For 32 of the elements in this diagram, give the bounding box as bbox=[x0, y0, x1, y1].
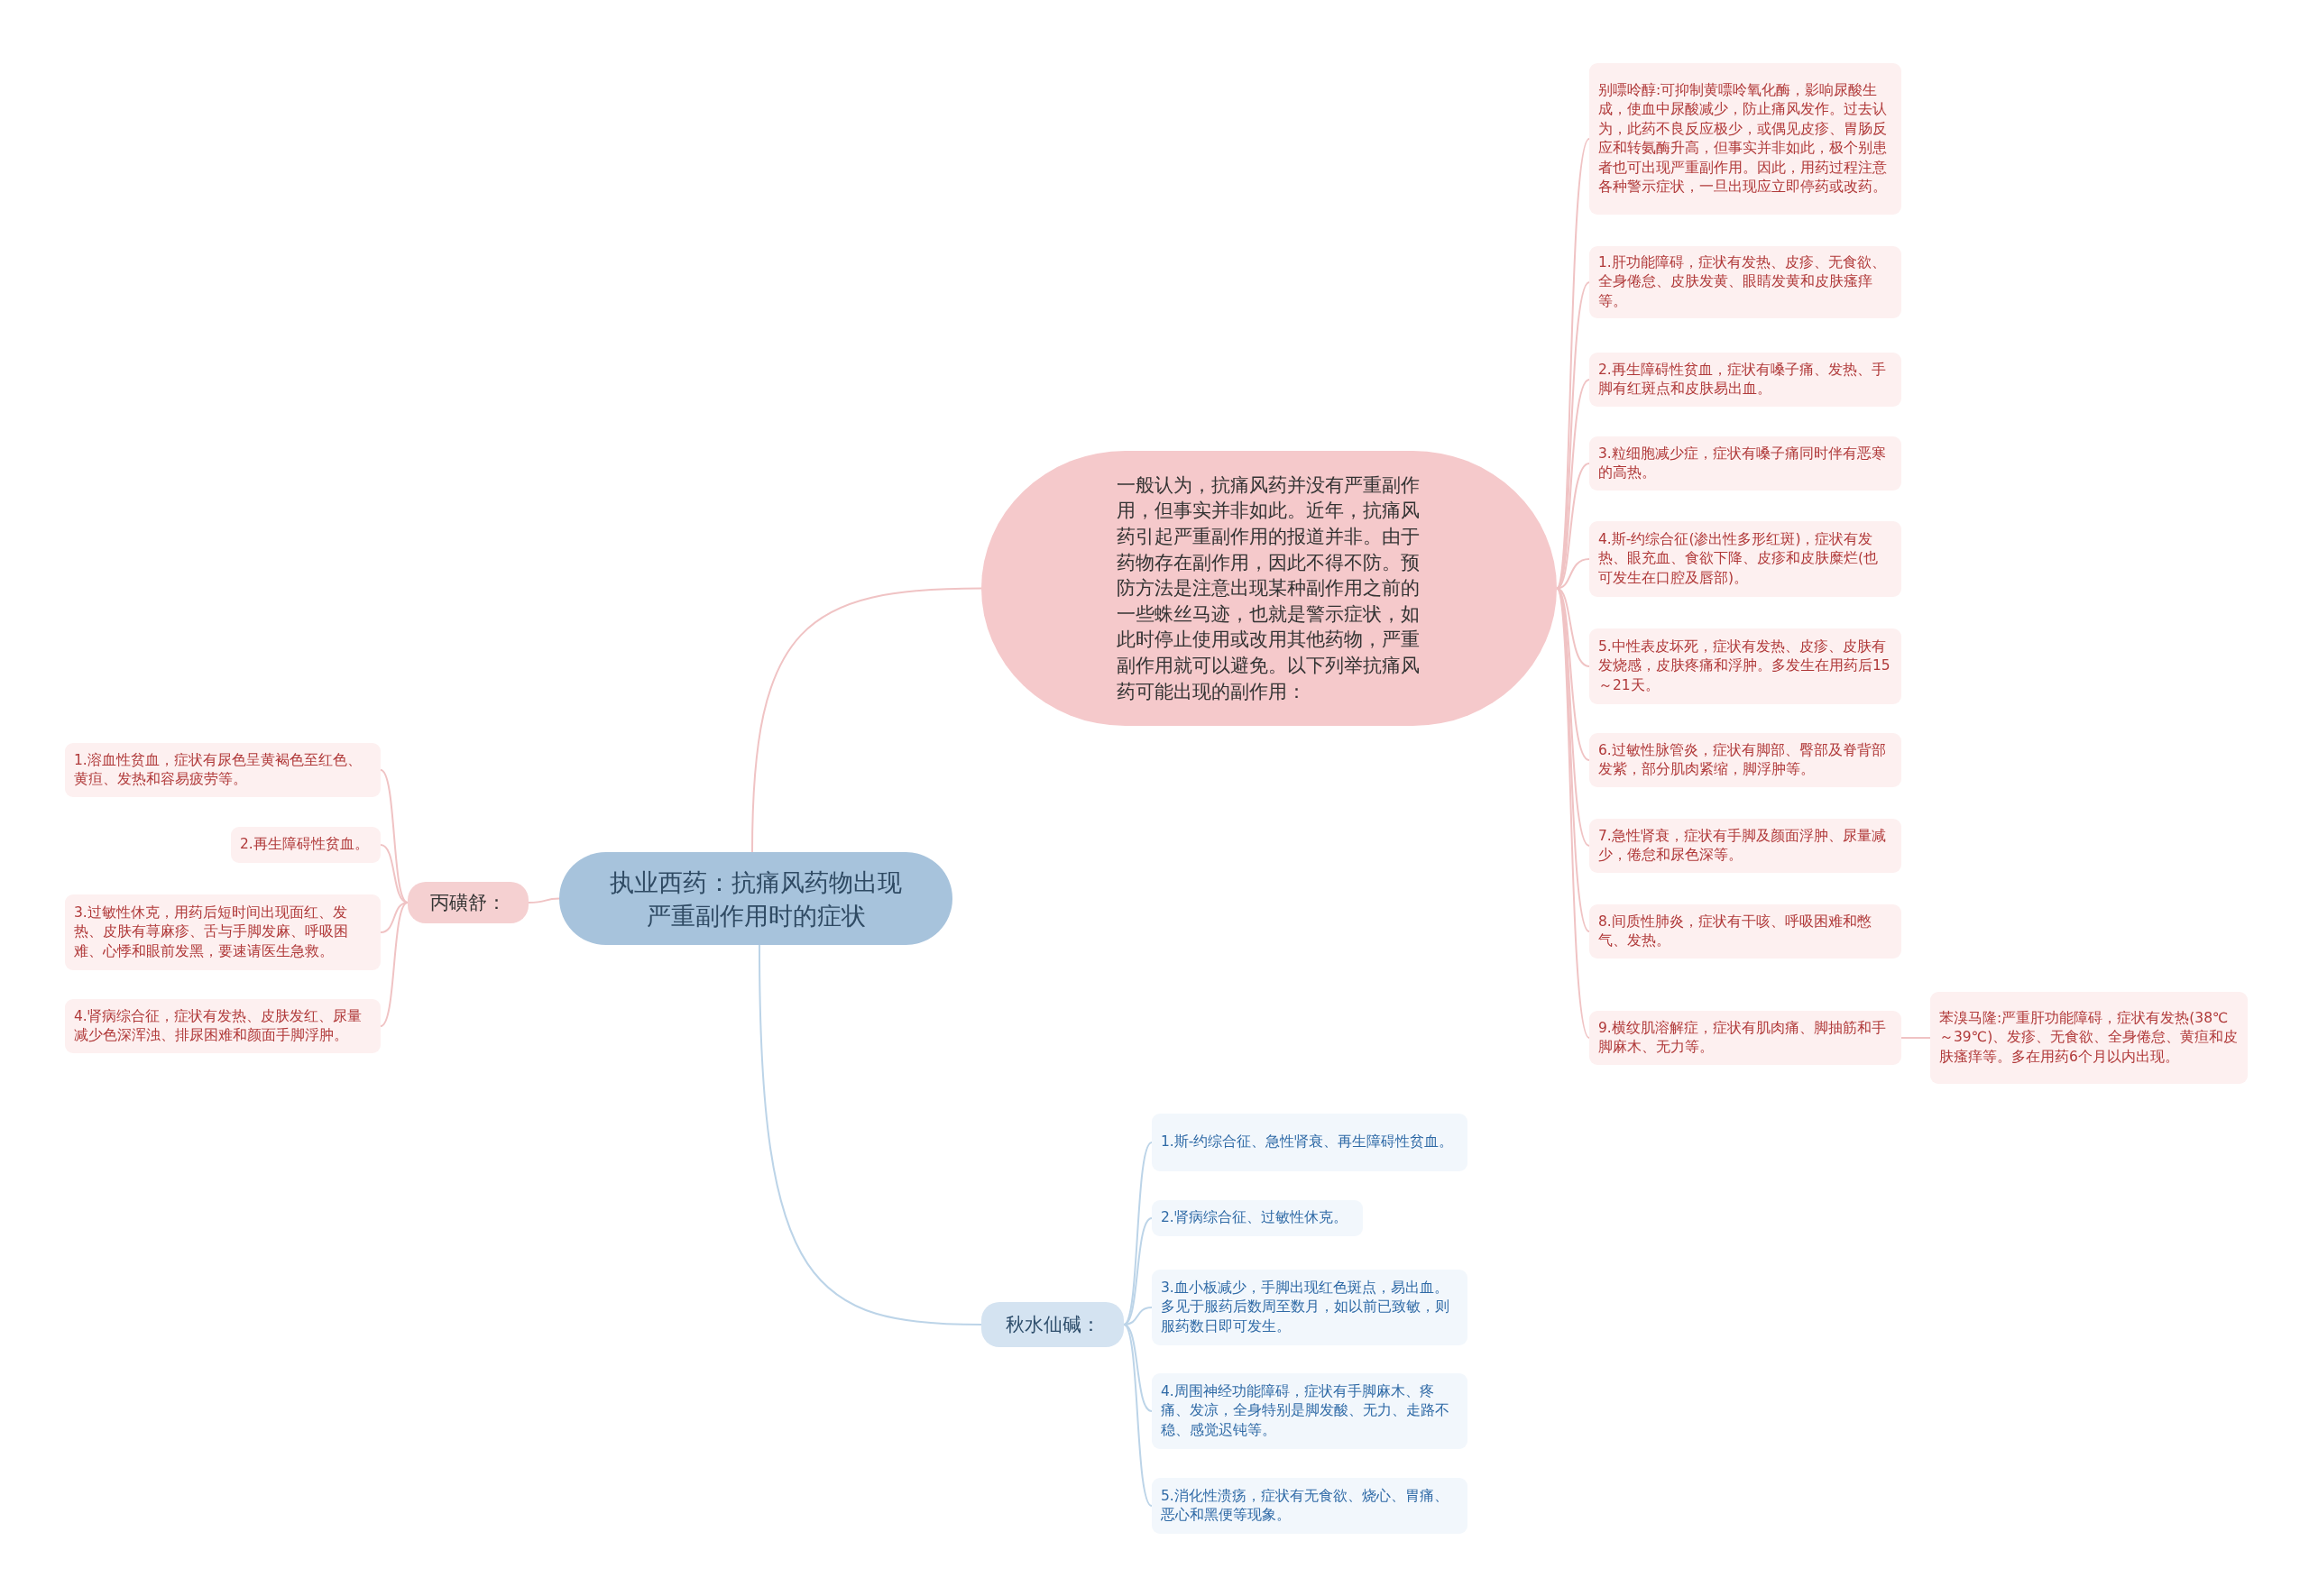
branch-box: 丙磺舒： bbox=[408, 882, 529, 923]
connector-line bbox=[1900, 1037, 1931, 1039]
note-box: 苯溴马隆:严重肝功能障碍，症状有发热(38℃～39℃)、发疹、无食欲、全身倦怠、黄疸和皮肤瘙痒等。多在用药6个月以内出现。 bbox=[1930, 992, 2248, 1084]
connector-line bbox=[528, 897, 560, 903]
connector-line bbox=[751, 587, 982, 853]
note-box: 6.过敏性脉管炎，症状有脚部、臀部及脊背部发紫，部分肌肉紧缩，脚浮肿等。 bbox=[1589, 733, 1901, 787]
connector-line bbox=[1123, 1324, 1153, 1507]
note-box: 2.再生障碍性贫血，症状有嗓子痛、发热、手脚有红斑点和皮肤易出血。 bbox=[1589, 353, 1901, 407]
central-topic-box: 执业西药：抗痛风药物出现严重副作用时的症状 bbox=[559, 852, 952, 945]
note-box: 5.中性表皮坏死，症状有发热、皮疹、皮肤有发烧感，皮肤疼痛和浮肿。多发生在用药后15～21天。 bbox=[1589, 628, 1901, 704]
note-box: 3.粒细胞减少症，症状有嗓子痛同时伴有恶寒的高热。 bbox=[1589, 436, 1901, 491]
note-box: 4.肾病综合征，症状有发热、皮肤发红、尿量减少色深浑浊、排尿困难和颜面手脚浮肿。 bbox=[65, 999, 381, 1053]
connector-line bbox=[759, 944, 982, 1325]
note-box: 1.肝功能障碍，症状有发热、皮疹、无食欲、全身倦怠、皮肤发黄、眼睛发黄和皮肤瘙痒等。 bbox=[1589, 246, 1901, 318]
note-box: 1.溶血性贫血，症状有尿色呈黄褐色至红色、黄疸、发热和容易疲劳等。 bbox=[65, 743, 381, 797]
note-box: 3.过敏性休克，用药后短时间出现面红、发热、皮肤有荨麻疹、舌与手脚发麻、呼吸困难、心悸和眼前发黑，要速请医生急救。 bbox=[65, 894, 381, 970]
note-box: 别嘌呤醇:可抑制黄嘌呤氧化酶，影响尿酸生成，使血中尿酸减少，防止痛风发作。过去认为，此药不良反应极少，或偶见皮疹、胃肠反应和转氨酶升高，但事实并非如此，极个别患者也可出现严重副作用。因此，用药过程注意各种警示症状，一旦出现应立即停药或改药。 bbox=[1589, 63, 1901, 215]
note-box: 9.横纹肌溶解症，症状有肌肉痛、脚抽筋和手脚麻木、无力等。 bbox=[1589, 1011, 1901, 1065]
connector-line bbox=[1123, 1142, 1153, 1325]
branch-box: 秋水仙碱： bbox=[981, 1302, 1124, 1347]
connector-line bbox=[380, 902, 409, 1027]
connector-line bbox=[380, 769, 409, 903]
note-box: 2.再生障碍性贫血。 bbox=[231, 827, 381, 863]
note-box: 8.间质性肺炎，症状有干咳、呼吸困难和憋气、发热。 bbox=[1589, 904, 1901, 959]
note-box: 3.血小板减少，手脚出现红色斑点，易出血。多见于服药后数周至数月，如以前已致敏，则服药数日即可发生。 bbox=[1152, 1270, 1467, 1345]
note-box: 4.斯-约综合征(渗出性多形红斑)，症状有发热、眼充血、食欲下降、皮疹和皮肤糜烂(也可发生在口腔及唇部)。 bbox=[1589, 521, 1901, 597]
note-box: 5.消化性溃疡，症状有无食欲、烧心、胃痛、恶心和黑便等现象。 bbox=[1152, 1478, 1467, 1534]
note-box: 2.肾病综合征、过敏性休克。 bbox=[1152, 1200, 1363, 1236]
note-box: 1.斯-约综合征、急性肾衰、再生障碍性贫血。 bbox=[1152, 1114, 1467, 1171]
note-box: 4.周围神经功能障碍，症状有手脚麻木、疼痛、发凉，全身特别是脚发酸、无力、走路不稳、感觉迟钝等。 bbox=[1152, 1373, 1467, 1449]
note-box: 7.急性肾衰，症状有手脚及颜面浮肿、尿量减少，倦怠和尿色深等。 bbox=[1589, 819, 1901, 873]
connector-line bbox=[380, 844, 409, 903]
